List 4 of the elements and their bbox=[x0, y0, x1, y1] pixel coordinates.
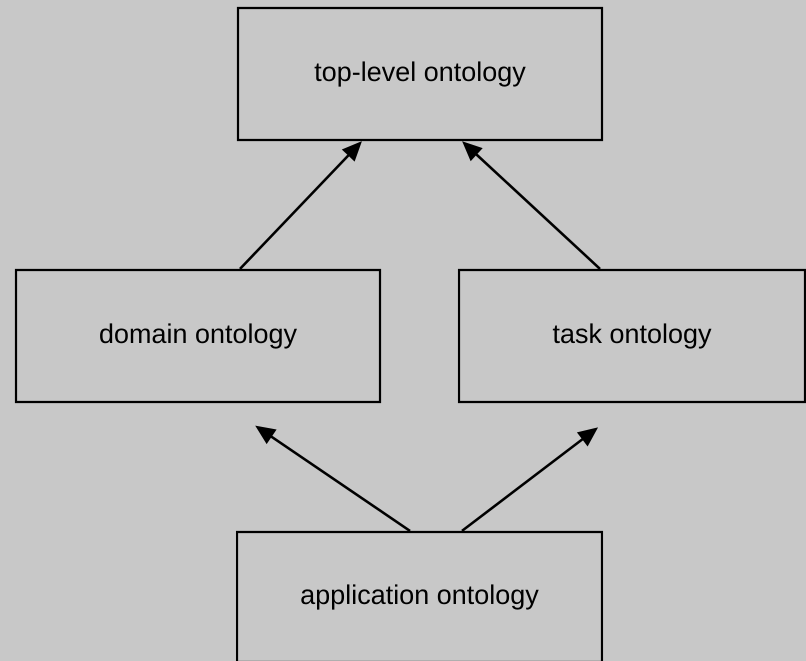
ontology-box: task ontology bbox=[458, 268, 806, 404]
ontology-box: application ontology bbox=[236, 530, 604, 661]
ontology-box: top-level ontology bbox=[236, 6, 604, 142]
ontology-box: domain ontology bbox=[14, 268, 382, 404]
